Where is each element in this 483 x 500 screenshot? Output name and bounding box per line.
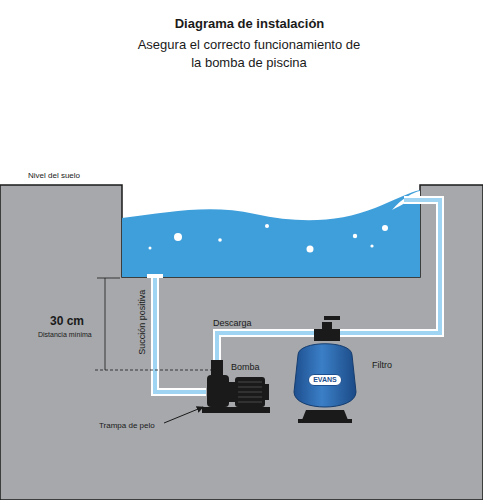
node-label: Filtro [372, 360, 392, 370]
dimension-note: Distancia mínima [38, 331, 92, 339]
filter-node: FiltroEVANS [286, 326, 400, 424]
brand-logo: EVANS [308, 374, 342, 386]
leader-line [164, 407, 203, 423]
node-label: Bomba [231, 362, 260, 372]
filter-symbol [294, 316, 356, 423]
ground-level-label: Nivel del suelo [28, 171, 80, 180]
part-label: Trampa de pelo [99, 421, 155, 430]
valve-pipe [286, 333, 316, 334]
subtitle: Asegura el correcto funcionamiento de la… [132, 36, 366, 72]
pump-symbol [202, 360, 270, 413]
pool-water [122, 190, 420, 277]
suction-label: Succión positiva [138, 289, 148, 354]
return-pipe [340, 200, 440, 333]
pump-node: Bomba [205, 360, 271, 414]
dimension-value: 30 cm [50, 315, 84, 329]
discharge-pipe [217, 333, 286, 360]
title: Diagrama de instalación [0, 17, 483, 32]
ground [0, 185, 483, 500]
edge-label: Descarga [213, 318, 252, 328]
dimension [95, 278, 215, 370]
suction-pipe [147, 274, 206, 392]
bubbles [149, 224, 389, 253]
pipe-outline [217, 333, 286, 360]
